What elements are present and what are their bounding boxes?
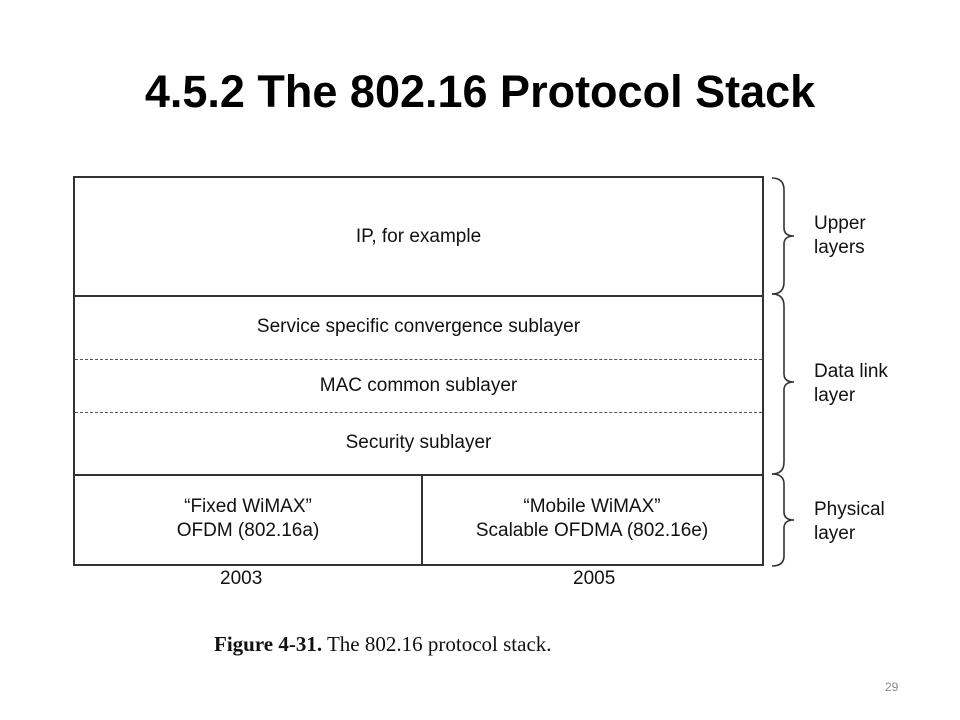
fixed-wimax-standard: OFDM (802.16a) bbox=[176, 520, 320, 541]
convergence-sublayer-box: Service specific convergence sublayer bbox=[75, 295, 762, 360]
physical-layer-label: Physical layer bbox=[814, 498, 885, 546]
physical-line1: Physical bbox=[814, 499, 885, 520]
security-sublayer-label: Security sublayer bbox=[345, 432, 492, 453]
physical-line2: layer bbox=[814, 523, 856, 544]
mac-sublayer-box: MAC common sublayer bbox=[75, 360, 762, 413]
fixed-wimax-box: “Fixed WiMAX” OFDM (802.16a) bbox=[75, 474, 423, 564]
data-link-brace bbox=[771, 293, 795, 475]
upper-layers-label: Upper layers bbox=[814, 212, 866, 260]
mobile-wimax-standard: Scalable OFDMA (802.16e) bbox=[475, 520, 709, 541]
physical-layer-row: “Fixed WiMAX” OFDM (802.16a) “Mobile WiM… bbox=[75, 474, 762, 564]
mobile-wimax-year: 2005 bbox=[573, 568, 616, 589]
protocol-stack-diagram: IP, for example Service specific converg… bbox=[73, 176, 764, 566]
convergence-sublayer-label: Service specific convergence sublayer bbox=[256, 316, 581, 337]
security-sublayer-box: Security sublayer bbox=[75, 412, 762, 476]
layer-braces bbox=[771, 177, 795, 567]
data-link-line2: layer bbox=[814, 385, 856, 406]
data-link-line1: Data link bbox=[814, 361, 888, 382]
upper-layer-label: IP, for example bbox=[355, 225, 482, 247]
caption-text: The 802.16 protocol stack. bbox=[326, 632, 552, 656]
upper-layers-brace bbox=[771, 177, 795, 295]
slide-title: 4.5.2 The 802.16 Protocol Stack bbox=[144, 66, 816, 117]
figure-caption: Figure 4-31. The 802.16 protocol stack. bbox=[214, 632, 552, 657]
data-link-layer-label: Data link layer bbox=[814, 360, 888, 408]
physical-brace bbox=[771, 473, 795, 567]
fixed-wimax-title: “Fixed WiMAX” bbox=[184, 496, 312, 517]
mac-sublayer-label: MAC common sublayer bbox=[319, 375, 518, 396]
page-number: 29 bbox=[885, 680, 899, 694]
fixed-wimax-year: 2003 bbox=[220, 568, 263, 589]
upper-layers-line1: Upper bbox=[814, 213, 866, 234]
upper-layer-box: IP, for example bbox=[75, 178, 762, 297]
caption-label: Figure 4-31. bbox=[214, 632, 323, 656]
mobile-wimax-title: “Mobile WiMAX” bbox=[523, 496, 661, 517]
mobile-wimax-box: “Mobile WiMAX” Scalable OFDMA (802.16e) bbox=[422, 474, 762, 564]
upper-layers-line2: layers bbox=[814, 237, 865, 258]
